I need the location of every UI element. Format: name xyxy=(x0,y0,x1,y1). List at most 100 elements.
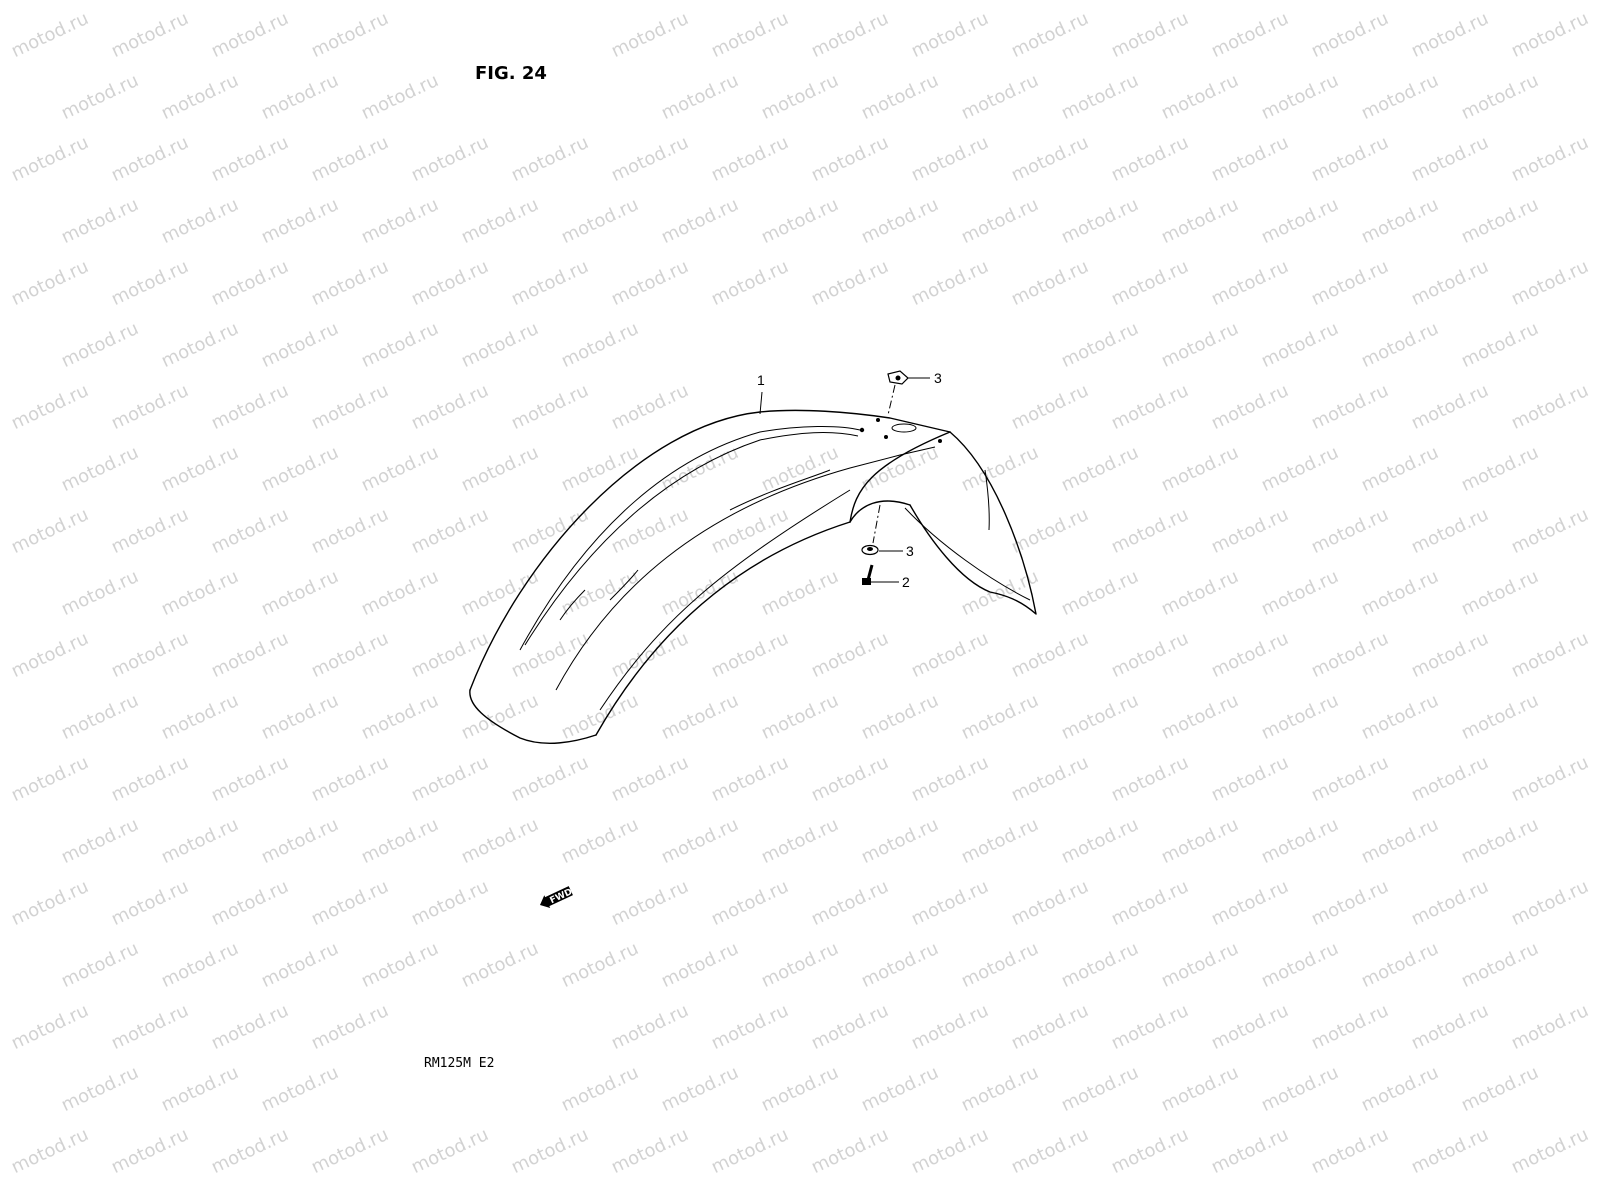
watermark-text: motod.ru xyxy=(1408,256,1492,310)
watermark-text: motod.ru xyxy=(1058,194,1142,248)
watermark-text: motod.ru xyxy=(1158,938,1242,992)
watermark-text: motod.ru xyxy=(1008,628,1092,682)
watermark-text: motod.ru xyxy=(1258,690,1342,744)
watermark-text: motod.ru xyxy=(758,194,842,248)
watermark-text: motod.ru xyxy=(58,814,142,868)
watermark-text: motod.ru xyxy=(808,132,892,186)
watermark-text: motod.ru xyxy=(1408,1000,1492,1054)
watermark-text: motod.ru xyxy=(1508,132,1592,186)
watermark-text: motod.ru xyxy=(758,566,842,620)
watermark-text: motod.ru xyxy=(958,566,1042,620)
watermark-text: motod.ru xyxy=(858,938,942,992)
watermark-text: motod.ru xyxy=(1508,380,1592,434)
watermark-text: motod.ru xyxy=(1108,876,1192,930)
watermark-text: motod.ru xyxy=(908,752,992,806)
watermark-text: motod.ru xyxy=(1308,628,1392,682)
watermark-text: motod.ru xyxy=(1458,442,1542,496)
watermark-text: motod.ru xyxy=(108,752,192,806)
watermark-text: motod.ru xyxy=(358,70,442,124)
watermark-text: motod.ru xyxy=(558,938,642,992)
watermark-text: motod.ru xyxy=(58,690,142,744)
watermark-text: motod.ru xyxy=(1108,380,1192,434)
watermark-text: motod.ru xyxy=(208,256,292,310)
watermark-text: motod.ru xyxy=(108,504,192,558)
watermark-text: motod.ru xyxy=(1408,1124,1492,1178)
watermark-text: motod.ru xyxy=(1208,8,1292,62)
watermark-text: motod.ru xyxy=(858,814,942,868)
watermark-text: motod.ru xyxy=(58,938,142,992)
watermark-text: motod.ru xyxy=(58,442,142,496)
model-code: RM125M E2 xyxy=(424,1056,494,1071)
watermark-text: motod.ru xyxy=(1208,752,1292,806)
watermark-text: motod.ru xyxy=(408,1124,492,1178)
watermark-text: motod.ru xyxy=(908,8,992,62)
watermark-text: motod.ru xyxy=(358,566,442,620)
watermark-text: motod.ru xyxy=(958,442,1042,496)
front-fender[interactable] xyxy=(469,409,1037,744)
watermark-text: motod.ru xyxy=(458,318,542,372)
watermark-text: motod.ru xyxy=(408,132,492,186)
watermark-text: motod.ru xyxy=(1158,70,1242,124)
watermark-text: motod.ru xyxy=(358,814,442,868)
watermark-text: motod.ru xyxy=(858,70,942,124)
watermark-text: motod.ru xyxy=(8,380,92,434)
watermark-text: motod.ru xyxy=(608,256,692,310)
watermark-text: motod.ru xyxy=(1108,8,1192,62)
watermark-text: motod.ru xyxy=(708,132,792,186)
watermark-text: motod.ru xyxy=(8,1000,92,1054)
callout-number: 3 xyxy=(934,370,942,386)
watermark-text: motod.ru xyxy=(708,752,792,806)
watermark-text: motod.ru xyxy=(1008,380,1092,434)
watermark-text: motod.ru xyxy=(1158,690,1242,744)
watermark-text: motod.ru xyxy=(158,566,242,620)
watermark-text: motod.ru xyxy=(608,628,692,682)
watermark-text: motod.ru xyxy=(108,876,192,930)
watermark-text: motod.ru xyxy=(208,380,292,434)
watermark-text: motod.ru xyxy=(1258,566,1342,620)
watermark-text: motod.ru xyxy=(358,194,442,248)
watermark-text: motod.ru xyxy=(1158,442,1242,496)
watermark-text: motod.ru xyxy=(1008,1124,1092,1178)
watermark-text: motod.ru xyxy=(1408,380,1492,434)
watermark-text: motod.ru xyxy=(1208,380,1292,434)
watermark-text: motod.ru xyxy=(308,504,392,558)
watermark-text: motod.ru xyxy=(1058,1062,1142,1116)
watermark-text: motod.ru xyxy=(208,504,292,558)
watermark-text: motod.ru xyxy=(1358,938,1442,992)
upper-nut[interactable]: 3 xyxy=(887,370,942,416)
watermark-text: motod.ru xyxy=(308,8,392,62)
watermark-text: motod.ru xyxy=(1458,690,1542,744)
watermark-text: motod.ru xyxy=(1308,132,1392,186)
watermark-text: motod.ru xyxy=(1358,566,1442,620)
watermark-text: motod.ru xyxy=(758,938,842,992)
watermark-text: motod.ru xyxy=(808,8,892,62)
lower-nut[interactable]: 3 xyxy=(861,504,914,559)
mounting-hole xyxy=(884,435,888,439)
watermark-text: motod.ru xyxy=(8,628,92,682)
watermark-text: motod.ru xyxy=(508,132,592,186)
watermark-text: motod.ru xyxy=(1058,442,1142,496)
watermark-text: motod.ru xyxy=(1408,628,1492,682)
watermark-text: motod.ru xyxy=(658,70,742,124)
callout-number: 3 xyxy=(906,543,914,559)
figure-title: FIG. 24 xyxy=(475,63,547,84)
watermark-text: motod.ru xyxy=(108,628,192,682)
watermark-text: motod.ru xyxy=(1308,256,1392,310)
watermark-text: motod.ru xyxy=(1408,8,1492,62)
watermark-text: motod.ru xyxy=(1158,1062,1242,1116)
watermark-text: motod.ru xyxy=(1108,1000,1192,1054)
watermark-text: motod.ru xyxy=(1258,442,1342,496)
watermark-text: motod.ru xyxy=(1158,194,1242,248)
watermark-text: motod.ru xyxy=(1258,70,1342,124)
watermark-text: motod.ru xyxy=(158,318,242,372)
fwd-direction-marker: FWD xyxy=(540,886,574,908)
watermark-text: motod.ru xyxy=(408,504,492,558)
watermark-text: motod.ru xyxy=(258,442,342,496)
watermark-text: motod.ru xyxy=(1208,628,1292,682)
watermark-text: motod.ru xyxy=(58,318,142,372)
watermark-text: motod.ru xyxy=(358,938,442,992)
watermark-text: motod.ru xyxy=(1308,380,1392,434)
watermark-text: motod.ru xyxy=(1058,318,1142,372)
bolt[interactable]: 2 xyxy=(862,564,910,590)
